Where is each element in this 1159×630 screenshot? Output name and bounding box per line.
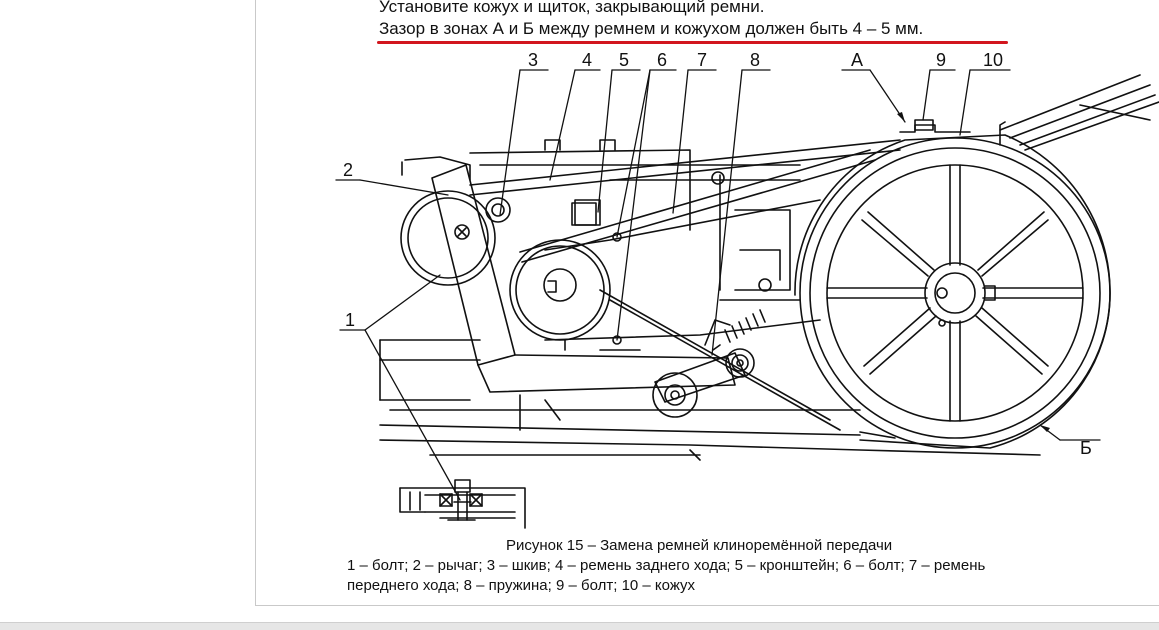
callout-labels: 3 4 5 6 7 8 А 9 10 2 1 Б [343,50,1092,458]
bolt-detail-inset [399,479,526,529]
instruction-line-1: Установите кожух и щиток, закрывающий ре… [379,0,765,16]
callout-a: А [851,50,863,70]
figure-legend-line-1: 1 – болт; 2 – рычаг; 3 – шкив; 4 – ремен… [347,557,986,574]
callout-10: 10 [983,50,1003,70]
cover-10 [794,119,1111,449]
lever [431,164,736,393]
spring-8 [652,309,766,418]
callout-1: 1 [345,310,355,330]
bottom-frame [379,424,1041,461]
instruction-line-2: Зазор в зонах А и Б между ремнем и кожух… [379,19,924,38]
frame-structure [379,74,1159,431]
bracket-5 [571,202,622,345]
callout-4: 4 [582,50,592,70]
callout-9: 9 [936,50,946,70]
document-border [255,0,1159,606]
pulley-3 [400,190,511,286]
bottom-scrollbar-track[interactable] [0,622,1159,630]
belts [469,139,901,431]
callout-7: 7 [697,50,707,70]
callout-6: 6 [657,50,667,70]
callout-5: 5 [619,50,629,70]
arrow-heads [897,112,1050,432]
callout-8: 8 [750,50,760,70]
callout-3: 3 [528,50,538,70]
red-underline [377,41,1008,44]
middle-pulley [509,239,611,341]
callout-b: Б [1080,438,1092,458]
big-wheel [799,137,1111,449]
callout-2: 2 [343,160,353,180]
leader-lines [335,69,1101,501]
figure-legend-line-2: переднего хода; 8 – пружина; 9 – болт; 1… [347,577,696,594]
figure-caption: Рисунок 15 – Замена ремней клиноремённой… [506,537,893,554]
